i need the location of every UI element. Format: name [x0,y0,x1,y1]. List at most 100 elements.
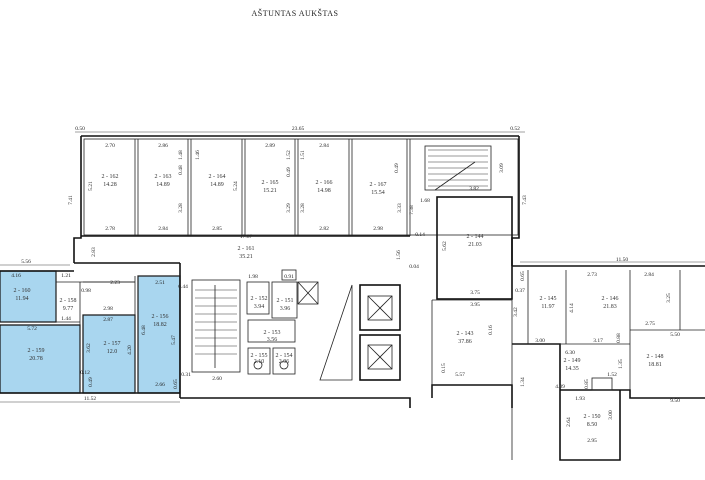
dim-label: 3.95 [470,302,480,308]
dim-label: 1.56 [396,250,402,260]
room-labels: 2 - 162 14.28 2 - 163 14.89 2 - 164 14.8… [14,174,664,428]
left-block [0,271,180,393]
dim-label: 7.43 [522,195,528,205]
room-145-area: 11.97 [541,304,554,310]
dim-label: 4.20 [127,345,133,355]
dim-label: 2.95 [587,438,597,444]
room-159-area: 20.78 [29,356,43,362]
dim-label: 2.82 [319,226,329,232]
dim-label: 3.42 [513,307,519,317]
dim-label: 3.29 [286,203,292,213]
dim-label: 17.87 [240,234,253,240]
dim-label: 2.84 [644,272,654,278]
dim-label: 1.93 [575,396,585,402]
dim-label: 3.33 [397,203,403,213]
room-151-num: 2 - 151 [277,298,294,304]
dim-label: 5.24 [233,181,239,191]
dim-label: 5.72 [27,326,37,332]
dim-label: 0.85 [584,379,590,389]
dim-label: 0.88 [616,333,622,343]
room-164-num: 2 - 164 [209,174,226,180]
dim-label: 0.65 [173,379,179,389]
room-144-area: 21.03 [468,242,482,248]
room-166-area: 14.98 [317,188,331,194]
room-148-num: 2 - 148 [647,354,664,360]
top-offices [81,138,519,237]
dim-label: 0.37 [515,288,525,294]
room-158-area: 9.77 [63,306,74,312]
room-157-area: 12.0 [107,349,118,355]
dim-label: 2.83 [91,247,97,257]
dim-label: 5.56 [21,259,31,265]
dim-label: 2.84 [319,143,329,149]
dim-label: 0.15 [441,363,447,373]
room-144-num: 2 - 144 [467,234,484,240]
dim-label: 1.21 [61,273,71,279]
room-155-num: 2 - 155 [251,353,268,359]
dim-label: 2.75 [645,321,655,327]
dim-label: 0.49 [394,163,400,173]
dim-label: 5.47 [171,335,177,345]
dim-label: 5.21 [88,181,94,191]
dim-label: 3.09 [499,163,505,173]
dim-label: 2.89 [265,143,275,149]
center-right-rooms [431,196,513,398]
dim-label: 2.84 [158,226,168,232]
dimension-labels: 0.50 23.65 0.52 2.70 2.86 2.89 2.84 7.41… [11,126,680,444]
dim-label: 1.52 [607,372,617,378]
dim-label: 0.49 [88,377,94,387]
dim-label: 3.17 [593,338,603,344]
dim-label: 0.49 [286,167,292,177]
dim-label: 0.65 [520,271,526,281]
room-158-num: 2 - 158 [60,298,77,304]
dim-label: 0.44 [178,284,188,290]
room-155-area: 2.10 [254,359,265,365]
dim-label: 2.85 [212,226,222,232]
room-162-num: 2 - 162 [102,174,119,180]
dim-label: 0.16 [488,325,494,335]
dim-label: 1.68 [420,198,430,204]
dim-label: 4.14 [569,303,575,313]
room-146-num: 2 - 146 [602,296,619,302]
dim-label: 3.00 [535,338,545,344]
dim-label: 11.52 [84,396,96,402]
dimension-lines [0,131,705,403]
dim-label: 7.41 [68,195,74,205]
room-162-area: 14.28 [103,182,117,188]
room-160-num: 2 - 160 [14,288,31,294]
dim-label: 1.35 [618,359,624,369]
room-156-area: 18.82 [153,322,167,328]
dim-label: 3.62 [86,343,92,353]
room-154-area: 2.06 [279,359,290,365]
room-143-area: 37.86 [458,339,472,345]
dim-label: 3.25 [666,293,672,303]
dim-label: 4.16 [11,273,21,279]
room-163-num: 2 - 163 [155,174,172,180]
dim-label: 9.50 [670,398,680,404]
dim-label: 2.70 [105,143,115,149]
room-153-area: 3.56 [267,337,278,343]
room-150-num: 2 - 150 [584,414,601,420]
room-167-area: 15.54 [371,190,385,196]
staircase-top [424,145,492,191]
dim-label: 0.91 [284,274,294,280]
dim-label: 0.50 [75,126,85,132]
dim-label: 3.28 [300,203,306,213]
dim-label: 2.98 [103,306,113,312]
dim-label: 1.46 [195,150,201,160]
dim-label: 1.98 [248,274,258,280]
dim-label: 0.31 [181,372,191,378]
room-163-area: 14.89 [156,182,170,188]
dim-label: 2.87 [103,317,113,323]
dim-label: 4.09 [555,384,565,390]
dim-label: 0.48 [178,165,184,175]
dim-label: 2.60 [212,376,222,382]
dim-label: 3.00 [608,410,614,420]
dim-label: 2.98 [373,226,383,232]
room-164-area: 14.89 [210,182,224,188]
dim-label: 3.82 [469,186,479,192]
room-152-area: 3.94 [254,304,265,310]
room-149-num: 2 - 149 [564,358,581,364]
room-161-num: 2 - 161 [238,246,255,252]
dim-label: 5.50 [670,332,680,338]
